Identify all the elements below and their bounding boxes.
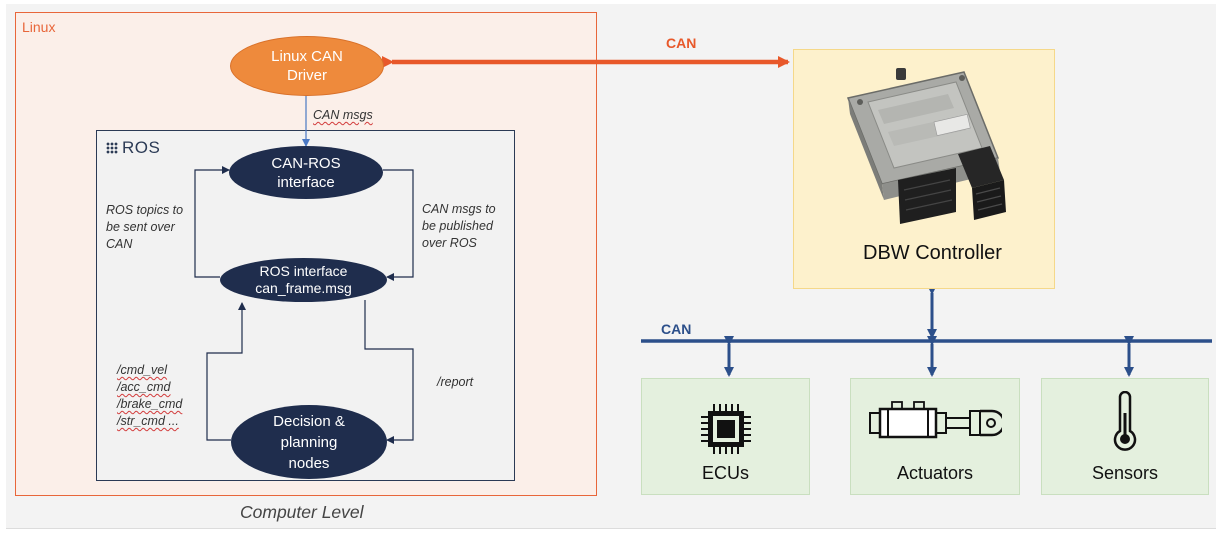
ros-topics-note-line: be sent over: [106, 220, 175, 234]
can-ros-interface-node: CAN-ROS interface: [229, 146, 383, 199]
ros-topics-note-line: ROS topics to: [106, 203, 184, 217]
can-link-label: CAN: [666, 35, 697, 51]
decision-line2: planning: [280, 433, 338, 451]
ros-topics-arrow: [194, 166, 230, 278]
ros-dots-icon: [106, 142, 118, 154]
thermometer-icon: [1113, 391, 1137, 451]
can-msgs-label: CAN msgs: [313, 108, 373, 122]
cmd-topic: /str_cmd ...: [117, 414, 179, 428]
report-topic-label: /report: [437, 375, 474, 389]
can-msgs-note-line: CAN msgs to: [422, 202, 496, 216]
hydraulic-cylinder-icon: [869, 401, 1002, 439]
decision-line3: nodes: [288, 454, 330, 472]
chip-icon: [700, 404, 751, 454]
actuators-box: Actuators: [850, 378, 1020, 495]
cmd-topics-arrow: [206, 302, 246, 441]
dbw-controller-label: DBW Controller: [863, 242, 1002, 264]
sensors-label: Sensors: [1091, 463, 1159, 483]
ros-interface-node: ROS interface can_frame.msg: [220, 258, 387, 302]
can-ros-line1: CAN-ROS: [271, 154, 341, 172]
computer-level-label: Computer Level: [240, 502, 364, 522]
report-arrow: [364, 300, 414, 444]
cmd-topic: /cmd_vel: [117, 363, 168, 377]
driver-line2: Driver: [286, 67, 327, 84]
can-bus-label: CAN: [661, 321, 692, 337]
can-msgs-note-line: over ROS: [422, 236, 477, 250]
ros-logo: ROS: [106, 138, 160, 158]
cmd-topics-list: /cmd_vel /acc_cmd /brake_cmd /str_cmd ..…: [117, 362, 182, 430]
ros-logo-text: ROS: [122, 138, 161, 157]
ros-interface-line2: can_frame.msg: [255, 280, 352, 296]
decision-line1: Decision &: [273, 412, 345, 430]
can-msgs-note: CAN msgs to be published over ROS: [422, 201, 496, 252]
cmd-topic: /acc_cmd: [117, 380, 171, 394]
ros-interface-line1: ROS interface: [259, 263, 348, 279]
ros-topics-note: ROS topics to be sent over CAN: [106, 202, 183, 253]
ecus-label: ECUs: [701, 463, 749, 483]
ros-topics-note-line: CAN: [106, 237, 133, 251]
can-msgs-note-line: be published: [422, 219, 493, 233]
linux-can-driver-node: Linux CAN Driver: [230, 36, 384, 96]
linux-label: Linux: [22, 19, 56, 35]
can-msgs-arrow: [383, 169, 414, 281]
ecu-module-icon: [846, 68, 1006, 224]
actuators-label: Actuators: [896, 463, 974, 483]
cmd-topic: /brake_cmd: [117, 397, 183, 411]
driver-line1: Linux CAN: [271, 48, 343, 65]
decision-planning-node: Decision & planning nodes: [231, 405, 387, 479]
sensors-box: Sensors: [1041, 378, 1209, 495]
ecus-box: ECUs: [641, 378, 810, 495]
can-ros-line2: interface: [277, 173, 335, 191]
